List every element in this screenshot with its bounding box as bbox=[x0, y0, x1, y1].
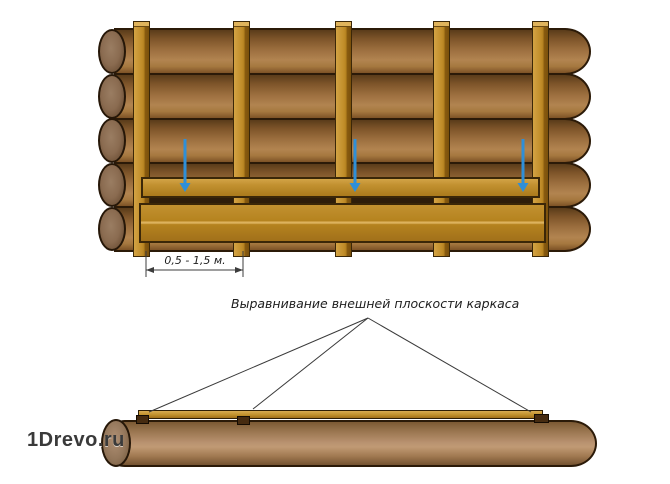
log-end-ellipse bbox=[98, 29, 126, 74]
base-log bbox=[103, 420, 597, 467]
log-end-ellipse bbox=[98, 163, 126, 207]
vertical-batten bbox=[133, 21, 150, 257]
upper-rail-plank bbox=[141, 177, 540, 198]
spacer-block bbox=[136, 415, 149, 424]
straightedge-plank bbox=[138, 410, 543, 419]
vertical-batten bbox=[433, 21, 450, 257]
spacer-block bbox=[237, 416, 250, 425]
log-row bbox=[114, 73, 591, 120]
spacer-block bbox=[534, 414, 549, 423]
log-end-ellipse bbox=[98, 207, 126, 251]
vertical-batten bbox=[335, 21, 352, 257]
vertical-batten bbox=[532, 21, 549, 257]
dimension-label: 0,5 - 1,5 м. bbox=[164, 254, 226, 267]
base-log-end bbox=[101, 419, 131, 467]
watermark: 1Drevo.ru bbox=[27, 429, 125, 451]
log-row bbox=[114, 28, 591, 75]
log-row bbox=[114, 118, 591, 164]
lower-rail-plank bbox=[139, 203, 546, 243]
pointer-lines bbox=[148, 317, 532, 413]
vertical-batten bbox=[233, 21, 250, 257]
log-end-ellipse bbox=[98, 118, 126, 163]
log-end-ellipse bbox=[98, 74, 126, 119]
caption-label: Выравнивание внешней плоскости каркаса bbox=[231, 296, 520, 311]
